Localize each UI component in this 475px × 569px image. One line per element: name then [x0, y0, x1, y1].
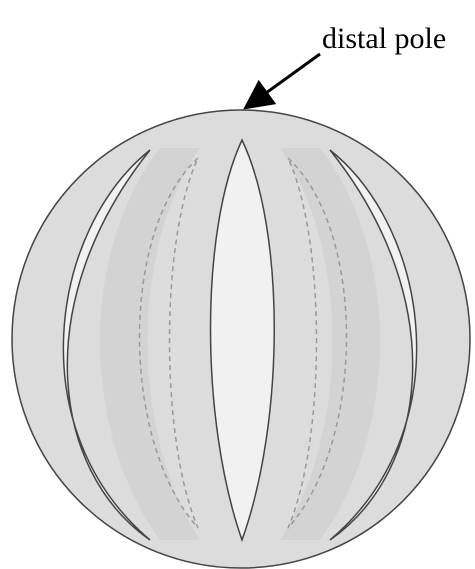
distal-pole-arrow: [248, 54, 320, 106]
distal-pole-label: distal pole: [322, 22, 446, 55]
